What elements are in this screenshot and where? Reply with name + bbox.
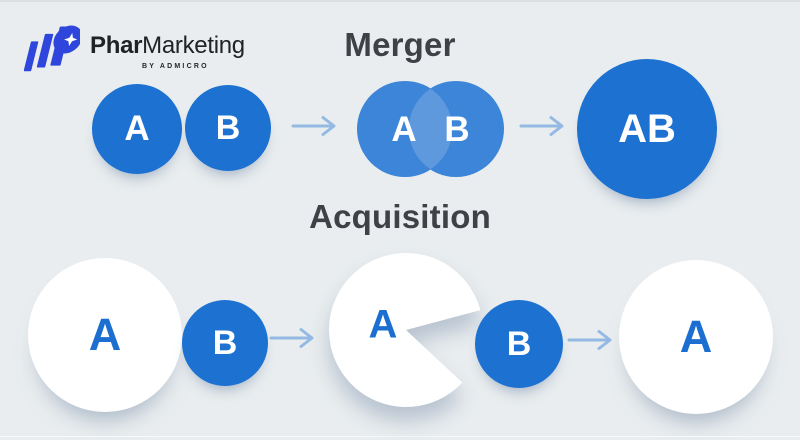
brand-bold: Phar [90, 32, 143, 59]
arrow-right-icon [567, 330, 612, 350]
arrow-right-icon [519, 116, 564, 136]
pharmarketing-logo-icon [24, 25, 80, 72]
merger-before-circle-a: A [92, 84, 182, 174]
brand-name: PharMarketing [90, 34, 245, 58]
merger-before-circle-b: B [185, 85, 271, 171]
acquisition-title: Acquisition [309, 198, 491, 235]
merger-during-letter-b: B [444, 110, 470, 149]
acquisition-pacman-circle-a [329, 252, 481, 407]
bottom-edge-line [0, 436, 800, 437]
brand-regular: Marketing [142, 32, 245, 59]
merger-during-letter-a: A [391, 110, 417, 149]
logo-star [64, 33, 78, 47]
acquisition-before-circle-a: A [28, 258, 182, 412]
arrow-right-icon [291, 116, 336, 136]
merger-overlapping-circles [357, 81, 504, 177]
acquisition-before-circle-b: B [182, 300, 268, 386]
arrow-right-icon [269, 328, 314, 348]
logo-wordmark: PharMarketing BY ADMICRO [90, 34, 245, 71]
acquisition-during-letter-a: A [368, 302, 398, 347]
merger-title: Merger [344, 26, 456, 63]
brand-tagline: BY ADMICRO [142, 63, 209, 70]
acquisition-during-circle-b: B [475, 300, 563, 388]
acquisition-after-circle-a: A [619, 260, 773, 414]
merger-after-circle-ab: AB [577, 59, 717, 199]
pharmarketing-logo: PharMarketing BY ADMICRO [24, 20, 245, 74]
